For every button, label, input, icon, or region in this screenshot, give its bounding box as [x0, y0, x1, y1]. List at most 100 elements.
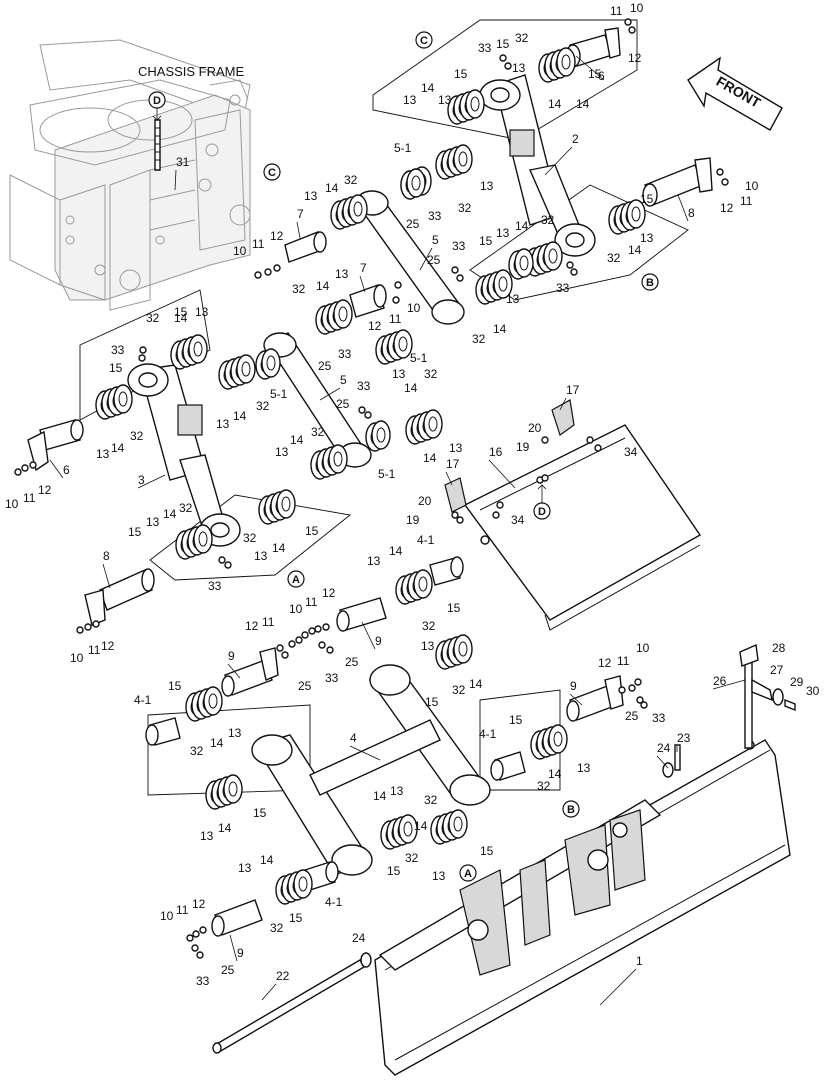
part-number-callout: 11	[305, 595, 318, 609]
pin-9-d	[211, 899, 263, 937]
part-number-callout: 8	[688, 206, 695, 220]
chassis-frame-label: CHASSIS FRAME	[138, 64, 245, 79]
washer-stack	[508, 248, 534, 280]
bolt	[308, 627, 316, 635]
part-number-callout: 4-1	[417, 533, 435, 547]
bolt	[314, 625, 322, 633]
part-number-callout: 13	[304, 189, 318, 203]
part-number-callout: 23	[677, 731, 691, 745]
washer-stack	[315, 299, 353, 335]
washer-stack	[530, 724, 568, 760]
pin-7-upper	[284, 231, 327, 263]
cylinder-upper	[479, 74, 596, 257]
part-number-callout: 10	[636, 641, 650, 655]
leader-lines	[49, 55, 746, 1006]
ref-c-frame: C	[263, 163, 281, 181]
svg-text:D: D	[538, 506, 546, 518]
part-number-callout: 32	[292, 282, 306, 296]
bolt	[456, 274, 464, 282]
part-number-callout: 5-1	[270, 387, 288, 401]
ref-a-middle: A	[287, 570, 305, 588]
leader-line	[544, 146, 573, 176]
part-number-callout: 5-1	[378, 467, 396, 481]
bolt	[196, 951, 204, 959]
part-number-callout: 14	[628, 243, 642, 257]
part-number-callout: 12	[101, 639, 115, 653]
leader-line	[712, 679, 746, 690]
washer-stack	[405, 409, 443, 445]
part-number-callout: 33	[452, 239, 466, 253]
blade	[374, 739, 791, 1076]
leader-line	[349, 745, 381, 761]
part-number-callout: 12	[368, 319, 382, 333]
part-number-callout: 10	[407, 301, 421, 315]
part-number-callout: 33	[478, 41, 492, 55]
part-number-callout: 5	[432, 233, 439, 247]
part-number-callout: 13	[449, 441, 463, 455]
bolt	[21, 464, 29, 472]
part-number-callout: 33	[338, 347, 352, 361]
part-number-callout: 32	[190, 744, 204, 758]
pin-8-upper	[642, 157, 713, 207]
part-number-callout: 33	[196, 974, 210, 988]
cylinder-left	[127, 363, 241, 547]
part-number-callout: 13	[367, 554, 381, 568]
part-number-callout: 10	[289, 602, 303, 616]
part-number-callout: 25	[625, 709, 639, 723]
part-number-callout: 14	[515, 219, 529, 233]
part-number-callout: 14	[163, 507, 177, 521]
part-number-callout: 10	[5, 497, 19, 511]
part-number-callout: 32	[270, 921, 284, 935]
pin-7-middle	[349, 284, 387, 318]
part-number-callout: 15	[480, 844, 494, 858]
svg-text:C: C	[420, 35, 428, 47]
part-number-callout: 6	[598, 69, 605, 83]
group-outline-lower-right	[479, 689, 561, 791]
part-number-callout: 9	[570, 679, 577, 693]
part-number-callout: 14	[404, 381, 418, 395]
part-number-callout: 15	[253, 806, 267, 820]
washer-stack	[330, 194, 368, 230]
part-number-callout: 32	[344, 173, 358, 187]
ref-b-upper: B	[641, 273, 659, 291]
leader-line	[261, 983, 277, 1001]
part-number-callout: 33	[652, 711, 666, 725]
part-number-callout: 14	[272, 541, 286, 555]
washer-stack	[435, 144, 473, 180]
part-number-callout: 14	[548, 97, 562, 111]
svg-text:C: C	[268, 167, 276, 179]
leader-line	[319, 387, 341, 401]
chassis-frame	[9, 39, 251, 311]
leader-line	[359, 275, 366, 293]
svg-text:A: A	[292, 574, 300, 586]
bolt	[224, 561, 232, 569]
washer-stack	[375, 329, 413, 365]
part-number-callout: 32	[405, 851, 419, 865]
part-number-callout: 28	[772, 641, 786, 655]
bolt	[451, 266, 459, 274]
washer-stack	[170, 334, 208, 370]
bolt	[29, 461, 37, 469]
part-number-callout: 15	[109, 361, 123, 375]
part-number-callout: 17	[446, 457, 460, 471]
washer-stack	[275, 869, 313, 905]
part-number-callout: 11	[88, 643, 101, 657]
part-number-callout: 13	[480, 179, 494, 193]
part-number-callout: 20	[528, 421, 542, 435]
bolt	[301, 631, 309, 639]
part-number-callout: 32	[607, 251, 621, 265]
ref-b-blade: B	[562, 800, 580, 818]
bolt	[191, 944, 199, 952]
part-number-callout: 25	[318, 359, 332, 373]
washer-stack	[218, 354, 256, 390]
part-number-callout: 13	[577, 761, 591, 775]
leader-line	[102, 563, 111, 589]
part-number-callout: 15	[425, 695, 439, 709]
part-number-callout: 12	[245, 619, 259, 633]
part-number-callout: 24	[352, 931, 366, 945]
ref-d-top: D	[148, 91, 166, 109]
bolt	[186, 934, 194, 942]
part-number-callout: 14	[316, 279, 330, 293]
bolt	[566, 261, 574, 269]
